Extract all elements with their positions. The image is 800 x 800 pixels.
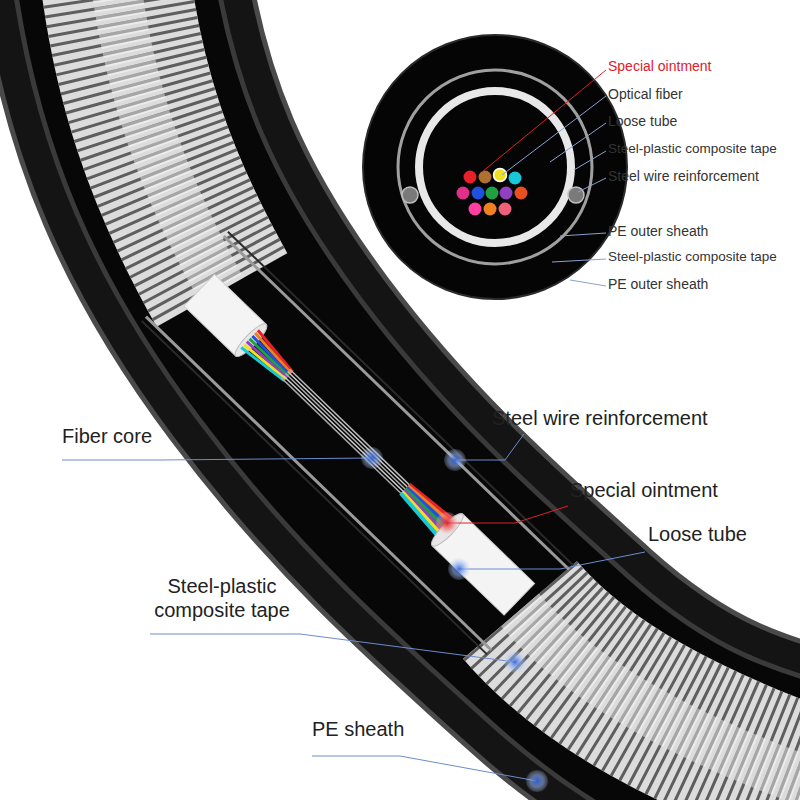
leader-line — [150, 634, 515, 662]
fiber — [241, 343, 284, 385]
part-label: Steel-plastic composite tape — [122, 574, 322, 622]
part-label: Fiber core — [62, 424, 262, 448]
marker-dot — [361, 447, 383, 469]
main-leaders — [62, 434, 645, 781]
fiber-dot — [486, 187, 499, 200]
fiber-dot — [500, 187, 513, 200]
section-label: PE outer sheath — [608, 276, 800, 293]
fiber-dot — [464, 171, 477, 184]
fiber-dot — [472, 187, 485, 200]
section-label: Steel-plastic composite tape — [608, 249, 800, 265]
sheath-edge — [110, 0, 800, 800]
marker-dot — [526, 770, 548, 792]
fiber-dot — [479, 171, 492, 184]
fiber-core — [281, 378, 403, 496]
tape-base — [520, 610, 800, 800]
section-label: Steel-plastic composite tape — [608, 141, 800, 157]
steel-wire-section — [402, 187, 418, 203]
fiber-core — [288, 371, 410, 489]
part-label: Special ointment — [570, 478, 795, 502]
fiber-core — [283, 376, 405, 494]
fiber-bundle — [241, 330, 461, 543]
section-label: Optical fiber — [608, 86, 800, 103]
pe-outer-sheath — [363, 35, 627, 299]
fiber-dot — [499, 203, 512, 216]
cutaway-opening — [110, 0, 800, 800]
leader-line — [482, 70, 606, 172]
leader-line — [455, 434, 524, 460]
leader-line — [62, 458, 372, 460]
leader-line — [578, 178, 606, 192]
pe-sheath — [110, 0, 800, 800]
fiber-dot — [469, 203, 482, 216]
fiber-core — [290, 369, 412, 487]
corrugated-tape-bottom — [520, 610, 800, 800]
marker-dot — [444, 449, 466, 471]
tape-ribs — [112, 0, 222, 290]
leader-line — [570, 280, 606, 286]
section-label: Steel wire reinforcement — [608, 168, 800, 185]
fiber-dot — [494, 169, 507, 182]
cable-body — [110, 0, 800, 800]
leader-line — [502, 96, 606, 175]
fiber-dot — [457, 187, 470, 200]
section-label: Special ointment — [608, 58, 800, 75]
fiber-dot — [515, 187, 528, 200]
section-label: Loose tube — [608, 113, 800, 130]
cross-section — [363, 35, 627, 299]
marker-dot — [448, 558, 470, 580]
loose-tube-end — [428, 510, 467, 550]
leader-line — [560, 233, 606, 236]
leader-line — [552, 259, 606, 262]
leader-line — [574, 151, 606, 170]
tape-shine — [112, 0, 222, 290]
marker-dot — [504, 651, 526, 673]
part-label: Loose tube — [648, 522, 798, 546]
markers — [361, 447, 548, 792]
part-label: PE sheath — [312, 717, 512, 741]
leader-line — [447, 506, 568, 523]
section-label: PE outer sheath — [608, 223, 800, 240]
fiber-dot — [484, 203, 497, 216]
cutaway-edge — [110, 0, 800, 800]
leader-line — [312, 756, 537, 781]
loose-tube-ring — [419, 91, 571, 243]
leader-line — [459, 552, 645, 569]
steel-plastic-tape-ring — [398, 70, 592, 264]
fiber-core — [286, 374, 408, 492]
section-leaders — [482, 70, 606, 286]
fiber — [247, 340, 287, 379]
fiber-dot — [509, 172, 522, 185]
tape-base — [112, 0, 222, 290]
marker-dot — [436, 512, 458, 534]
tape-shine — [520, 610, 800, 800]
tape-ribs — [520, 610, 800, 800]
part-label: Steel wire reinforcement — [492, 406, 792, 430]
steel-wire-section — [568, 187, 584, 203]
corrugated-tape-top — [112, 0, 222, 290]
